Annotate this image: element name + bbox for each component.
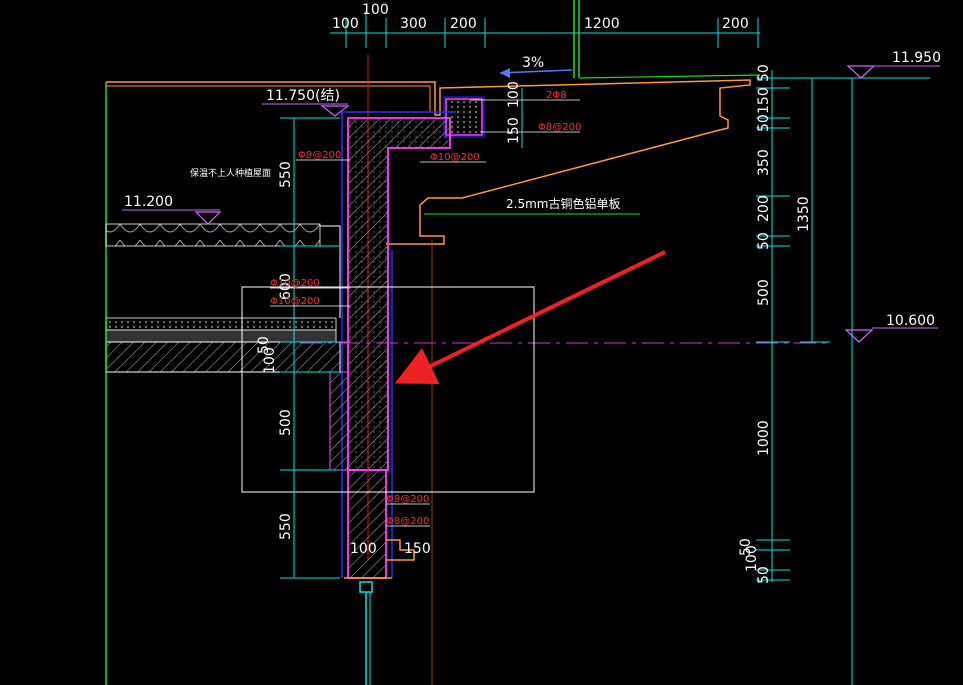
left-dim-5: 500 [278, 409, 294, 436]
slope-arrow: 3% [499, 55, 573, 78]
rebar-label-1: 2Φ8 [546, 90, 567, 101]
right-dim-9: 50 [738, 538, 754, 556]
rebar-label-6: Φ10@200 [270, 296, 320, 307]
right-dim-7: 500 [756, 279, 772, 306]
top-dimension-chain: 100 100 300 200 1200 200 [330, 2, 760, 48]
right-dim-11: 50 [756, 566, 772, 584]
level-top-label: 11.950 [892, 50, 941, 66]
roof-layers [105, 223, 341, 373]
level-struct-label: 11.750(结) [266, 88, 340, 104]
left-dim-3: 50 [256, 336, 272, 354]
level-struct: 11.750(结) [262, 88, 350, 117]
left-dim-4: 100 [262, 347, 278, 374]
level-roof-label: 11.200 [124, 194, 173, 210]
level-mid: 10.600 [844, 313, 938, 343]
top-dim-6: 200 [722, 16, 749, 32]
rebar-label-7: Φ8@200 [386, 494, 429, 505]
right-dim-2: 150 [756, 87, 772, 114]
left-dim-1: 550 [278, 161, 294, 188]
left-dim-2: 600 [278, 273, 294, 300]
rebar-annotations: 2Φ8 Φ8@200 Φ10@200 Φ8@200 Φ10@200 Φ10@20… [270, 90, 581, 527]
level-top: 11.950 [760, 50, 941, 79]
top-dim-2: 100 [362, 2, 389, 18]
right-dim-10: 100 [744, 545, 760, 572]
coping-cladding [106, 74, 761, 245]
green-guides [105, 0, 580, 685]
pointer-arrow [394, 250, 666, 384]
left-dimension-chain: 550 600 50 100 500 550 [256, 117, 340, 579]
right-dimension-chain [756, 70, 853, 685]
rebar-label-5: Φ10@200 [270, 278, 320, 289]
top-dim-5: 1200 [584, 16, 620, 32]
small-dim-100-a: 100 [506, 81, 522, 108]
notes: 保温不上人种植屋面 2.5mm古铜色铝单板 [190, 167, 640, 215]
selection-box[interactable] [241, 286, 535, 493]
rebar-label-8: Φ8@200 [386, 516, 429, 527]
right-dim-1: 50 [756, 64, 772, 82]
right-dim-8: 1000 [756, 420, 772, 456]
small-dim-150-a: 150 [506, 117, 522, 144]
small-dim-100-b: 100 [350, 541, 377, 557]
right-dim-total: 1350 [796, 196, 812, 232]
roof-note: 保温不上人种植屋面 [190, 167, 271, 179]
level-roof: 11.200 [122, 194, 222, 225]
top-dim-4: 200 [450, 16, 477, 32]
small-dim-150-b: 150 [404, 541, 431, 557]
rebar-label-4: Φ8@200 [298, 150, 341, 161]
level-mid-label: 10.600 [886, 313, 935, 329]
slope-label: 3% [522, 55, 544, 71]
right-dim-3: 50 [756, 114, 772, 132]
right-dim-5: 200 [756, 195, 772, 222]
top-dim-1: 100 [332, 16, 359, 32]
upper-beam [443, 96, 485, 138]
right-dim-labels: 50 150 50 350 200 50 500 1000 50 100 50 … [738, 64, 812, 584]
right-dim-4: 350 [756, 149, 772, 176]
right-dim-6: 50 [756, 232, 772, 250]
small-dims: 100 150 100 150 [350, 81, 523, 557]
rebar-label-3: Φ10@200 [430, 152, 480, 163]
bottom-detail [344, 539, 415, 685]
rebar-label-2: Φ8@200 [538, 122, 581, 133]
top-dim-3: 300 [400, 16, 427, 32]
panel-note: 2.5mm古铜色铝单板 [506, 196, 620, 211]
left-dim-6: 550 [278, 513, 294, 540]
